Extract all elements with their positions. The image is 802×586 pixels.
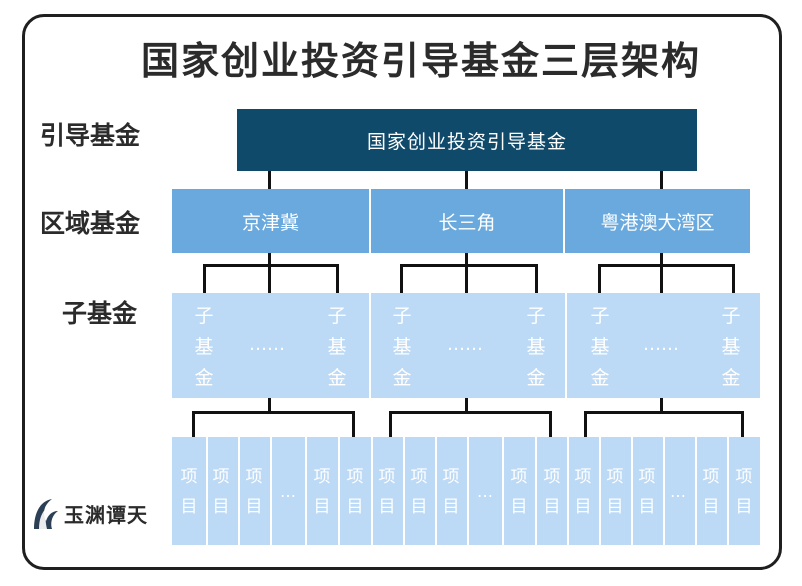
project-label: 项 目 xyxy=(574,467,592,517)
sub-fund-label: 子 基 金 xyxy=(590,305,610,389)
project-label: 项 目 xyxy=(410,467,428,517)
project-label: 项 目 xyxy=(346,467,364,517)
project-ellipsis: … xyxy=(670,482,686,501)
level-label-regional: 区域基金 xyxy=(40,209,141,238)
watermark-logo: 玉渊谭天 xyxy=(30,495,170,535)
sub-fund-group-yangtze-delta xyxy=(371,293,567,398)
sub-fund-label: 子 基 金 xyxy=(327,305,347,389)
sub-fund-group-jingjinji xyxy=(172,293,371,398)
sub-fund-ellipsis: …… xyxy=(249,334,285,355)
region-box-greater-bay-area: 粤港澳大湾区 xyxy=(565,189,750,253)
project-label: 项 目 xyxy=(702,467,720,517)
wave-logo-icon xyxy=(34,499,58,529)
project-label: 项 目 xyxy=(543,467,561,517)
project-label: 项 目 xyxy=(313,467,331,517)
level-label-guidance: 引导基金 xyxy=(40,121,141,150)
sub-fund-ellipsis: …… xyxy=(643,334,679,355)
watermark-text: 玉渊谭天 xyxy=(64,503,148,527)
sub-fund-ellipsis: …… xyxy=(447,334,483,355)
top-fund-box: 国家创业投资引导基金 xyxy=(237,109,697,171)
region-box-yangtze-delta: 长三角 xyxy=(371,189,565,253)
sub-fund-label: 子 基 金 xyxy=(194,305,214,389)
project-label: 项 目 xyxy=(606,467,624,517)
project-ellipsis: … xyxy=(280,482,296,501)
project-label: 项 目 xyxy=(245,467,263,517)
project-ellipsis: … xyxy=(477,482,493,501)
project-label: 项 目 xyxy=(180,467,198,517)
diagram-title: 国家创业投资引导基金三层架构 xyxy=(140,39,701,83)
project-label: 项 目 xyxy=(638,467,656,517)
region-box-jingjinji: 京津冀 xyxy=(172,189,371,253)
project-label: 项 目 xyxy=(735,467,753,517)
project-label: 项 目 xyxy=(442,467,460,517)
project-label: 项 目 xyxy=(378,467,396,517)
level-label-sub: 子基金 xyxy=(62,299,138,328)
sub-fund-label: 子 基 金 xyxy=(392,305,412,389)
sub-fund-label: 子 基 金 xyxy=(721,305,741,389)
project-label: 项 目 xyxy=(212,467,230,517)
project-label: 项 目 xyxy=(510,467,528,517)
sub-fund-group-greater-bay-area xyxy=(567,293,760,398)
sub-fund-label: 子 基 金 xyxy=(526,305,546,389)
